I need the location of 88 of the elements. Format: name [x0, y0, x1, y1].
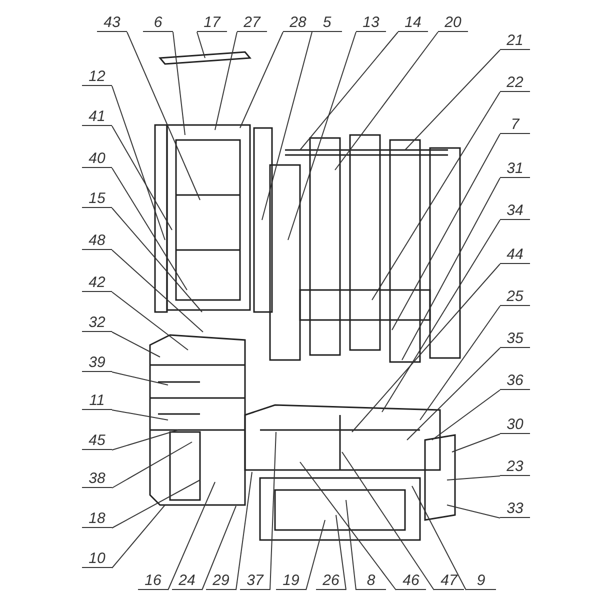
leader-line: [342, 452, 434, 590]
leader-line: [168, 482, 216, 590]
callout-number: 21: [500, 32, 530, 50]
leader-line: [306, 520, 326, 590]
callout-number: 45: [82, 432, 112, 450]
leader-line: [420, 306, 500, 420]
leader-line: [112, 86, 166, 240]
callout-number: 33: [500, 500, 530, 518]
callout-number: 40: [82, 150, 112, 168]
leader-line: [236, 472, 252, 590]
callout-number: 22: [500, 74, 530, 92]
leader-line: [300, 462, 396, 590]
callout-number: 37: [240, 572, 270, 590]
leader-line: [382, 220, 500, 412]
leader-line: [402, 178, 500, 360]
leader-line: [432, 390, 500, 440]
leader-line: [412, 486, 466, 590]
leader-line: [112, 372, 168, 386]
callout-number: 10: [82, 550, 112, 568]
callout-number: 17: [197, 14, 227, 32]
callout-number: 12: [82, 68, 112, 86]
callout-number: 47: [434, 572, 464, 590]
leader-line: [452, 434, 500, 452]
callout-number: 46: [396, 572, 426, 590]
leader-line: [112, 250, 204, 332]
leader-line: [196, 32, 206, 58]
callout-number: 30: [500, 416, 530, 434]
leader-line: [112, 430, 178, 450]
callout-number: 23: [500, 458, 530, 476]
callout-number: 34: [500, 202, 530, 220]
callout-number: 25: [500, 288, 530, 306]
callout-number: 16: [138, 572, 168, 590]
leader-line: [112, 126, 172, 230]
callout-number: 8: [356, 572, 386, 590]
callout-number: 7: [500, 116, 530, 134]
leader-line: [300, 32, 398, 150]
callout-number: 18: [82, 510, 112, 528]
leader-line: [112, 208, 202, 312]
leader-line: [288, 32, 356, 240]
callout-number: 48: [82, 232, 112, 250]
leader-line: [240, 32, 284, 128]
leader-line: [352, 264, 500, 432]
leader-line: [336, 514, 346, 590]
callout-number: 43: [97, 14, 127, 32]
leader-line: [406, 348, 500, 440]
leader-line: [172, 32, 186, 136]
leader-line: [392, 134, 500, 330]
leader-line: [112, 480, 200, 528]
leader-line: [334, 32, 438, 170]
leader-line: [112, 292, 188, 350]
callout-number: 14: [398, 14, 428, 32]
callout-number: 19: [276, 572, 306, 590]
callout-number: 26: [316, 572, 346, 590]
callout-number: 29: [206, 572, 236, 590]
callout-number: 35: [500, 330, 530, 348]
callout-number: 11: [82, 392, 112, 410]
callout-number: 32: [82, 314, 112, 332]
leader-line: [404, 50, 500, 150]
callout-number: 6: [143, 14, 173, 32]
leader-line: [112, 442, 192, 488]
callout-number: 39: [82, 354, 112, 372]
leader-line: [112, 168, 188, 290]
callout-number: 28: [283, 14, 313, 32]
callout-number: 31: [500, 160, 530, 178]
callout-number: 42: [82, 274, 112, 292]
callout-number: 5: [312, 14, 342, 32]
leader-line: [214, 32, 238, 130]
callout-number: 13: [356, 14, 386, 32]
callout-number: 27: [237, 14, 267, 32]
callout-number: 38: [82, 470, 112, 488]
callout-number: 15: [82, 190, 112, 208]
leader-line: [262, 32, 312, 220]
callout-number: 41: [82, 108, 112, 126]
leader-line: [126, 32, 200, 200]
callout-number: 24: [172, 572, 202, 590]
leader-line: [202, 506, 236, 590]
leader-line: [112, 332, 160, 358]
leader-line: [446, 476, 500, 480]
leader-line: [270, 432, 276, 590]
leader-line: [372, 92, 500, 300]
leader-line: [346, 500, 356, 590]
leader-line: [112, 504, 166, 568]
leader-line: [112, 410, 168, 420]
callout-number: 9: [466, 572, 496, 590]
leader-line: [446, 504, 500, 518]
callout-number: 36: [500, 372, 530, 390]
callout-number: 44: [500, 246, 530, 264]
callout-number: 20: [438, 14, 468, 32]
